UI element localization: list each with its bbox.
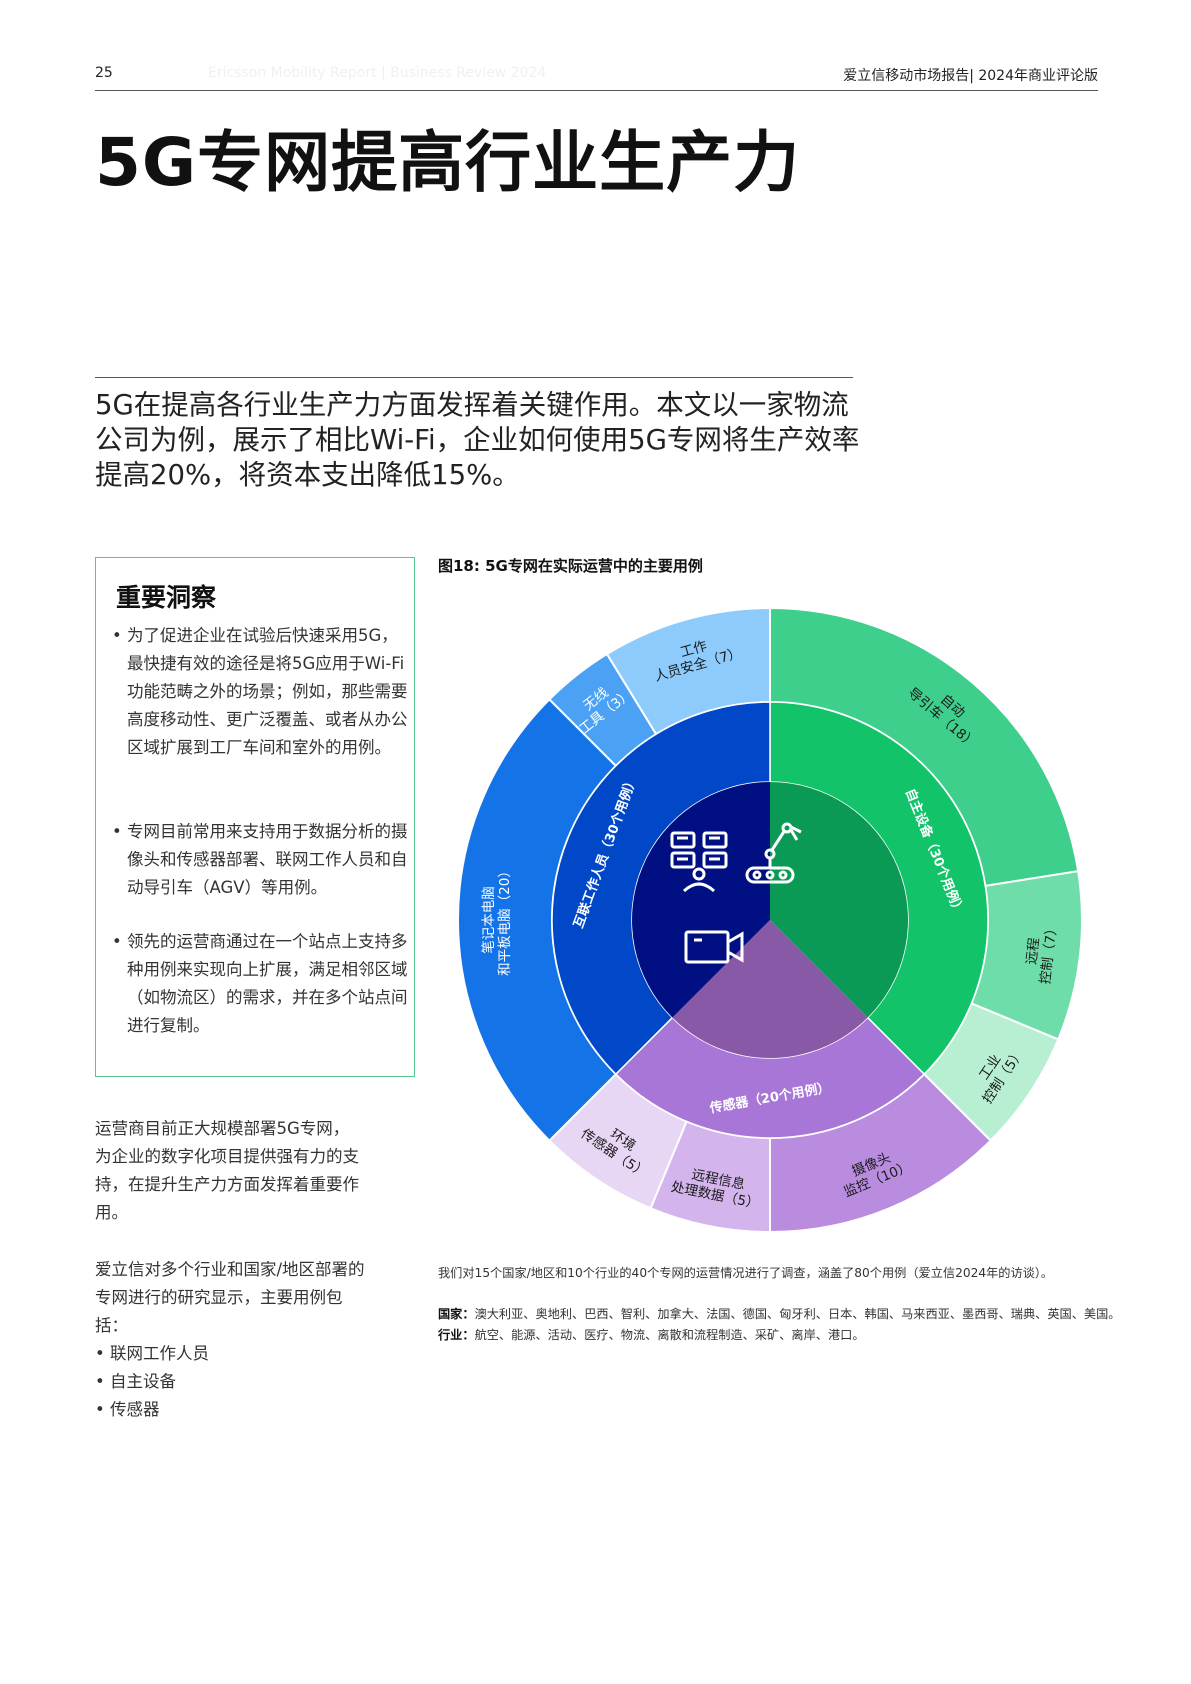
- outer-ring: [457, 606, 1083, 1234]
- outer-segment-label: 笔记本电脑和平板电脑（20）: [481, 864, 513, 976]
- intro-divider: [95, 377, 853, 378]
- core-segment: [770, 782, 909, 1018]
- industries-label: 行业：: [438, 1328, 475, 1342]
- intro-paragraph: 5G在提高各行业生产力方面发挥着关键作用。本文以一家物流公司为例，展示了相比Wi…: [95, 389, 860, 491]
- category-icons: [670, 822, 802, 964]
- body-paragraph: 爱立信对多个行业和国家/地区部署的专网进行的研究显示，主要用例包括：: [95, 1260, 365, 1335]
- core-segment: [672, 920, 868, 1058]
- camera-icon: [684, 930, 744, 964]
- page-number: 25: [95, 65, 113, 81]
- countries-list: 澳大利亚、奥地利、巴西、智利、加拿大、法国、德国、匈牙利、日本、韩国、马来西亚、…: [474, 1307, 1121, 1321]
- header-divider: [95, 90, 1098, 91]
- use-case-item: 自主设备: [95, 1368, 209, 1396]
- countries-label: 国家：: [438, 1307, 475, 1321]
- insight-list: 领先的运营商通过在一个站点上支持多种用例来实现向上扩展，满足相邻区域（如物流区）…: [112, 928, 412, 1040]
- insight-list: 为了促进企业在试验后快速采用5G，最快捷有效的途径是将5G应用于Wi-Fi功能范…: [112, 622, 412, 762]
- outer-label-line: 控制（7）: [1037, 921, 1060, 985]
- body-paragraph: 运营商目前正大规模部署5G专网，为企业的数字化项目提供强有力的支持，在提升生产力…: [95, 1119, 359, 1222]
- insight-list: 专网目前常用来支持用于数据分析的摄像头和传感器部署、联网工作人员和自动导引车（A…: [112, 818, 412, 902]
- insight-item: 为了促进企业在试验后快速采用5G，最快捷有效的途径是将5G应用于Wi-Fi功能范…: [112, 622, 412, 762]
- connected-worker-icon: [670, 831, 728, 893]
- inner-ring: [551, 701, 989, 1139]
- outer-label-line: 和平板电脑（20）: [497, 864, 513, 976]
- header-watermark: Ericsson Mobility Report | Business Revi…: [208, 65, 547, 81]
- use-case-item: 联网工作人员: [95, 1340, 209, 1368]
- industries-list: 航空、能源、活动、医疗、物流、离散和流程制造、采矿、离岸、港口。: [474, 1328, 865, 1342]
- use-case-item: 传感器: [95, 1396, 209, 1424]
- use-case-list: 联网工作人员 自主设备 传感器: [95, 1340, 209, 1424]
- core-ring: [632, 782, 909, 1058]
- industries-line: 行业：航空、能源、活动、医疗、物流、离散和流程制造、采矿、离岸、港口。: [438, 1325, 865, 1343]
- page-title: 5G专网提高行业生产力: [95, 124, 801, 201]
- insight-box: [95, 557, 415, 1077]
- outer-label-line: 工作: [679, 638, 709, 661]
- outer-segment-label: 远程控制（7）: [1022, 919, 1061, 985]
- report-title: 爱立信移动市场报告| 2024年商业评论版: [843, 68, 1098, 84]
- sunburst-chart: 自动导引车（18）远程控制（7）工业控制（5）摄像头监控（10）远程信息处理数据…: [457, 606, 1083, 1234]
- countries-line: 国家：澳大利亚、奥地利、巴西、智利、加拿大、法国、德国、匈牙利、日本、韩国、马来…: [438, 1304, 1121, 1322]
- core-segment: [632, 782, 770, 1018]
- insight-item: 专网目前常用来支持用于数据分析的摄像头和传感器部署、联网工作人员和自动导引车（A…: [112, 818, 412, 902]
- survey-note: 我们对15个国家/地区和10个行业的40个专网的运营情况进行了调查，涵盖了80个…: [438, 1266, 1054, 1280]
- insight-item: 领先的运营商通过在一个站点上支持多种用例来实现向上扩展，满足相邻区域（如物流区）…: [112, 928, 412, 1040]
- figure-caption: 图18: 5G专网在实际运营中的主要用例: [438, 557, 703, 575]
- robot-arm-icon: [745, 822, 802, 884]
- outer-label-line: 笔记本电脑: [481, 886, 497, 954]
- insight-title: 重要洞察: [116, 583, 217, 612]
- outer-label-line: 远程: [1024, 937, 1043, 966]
